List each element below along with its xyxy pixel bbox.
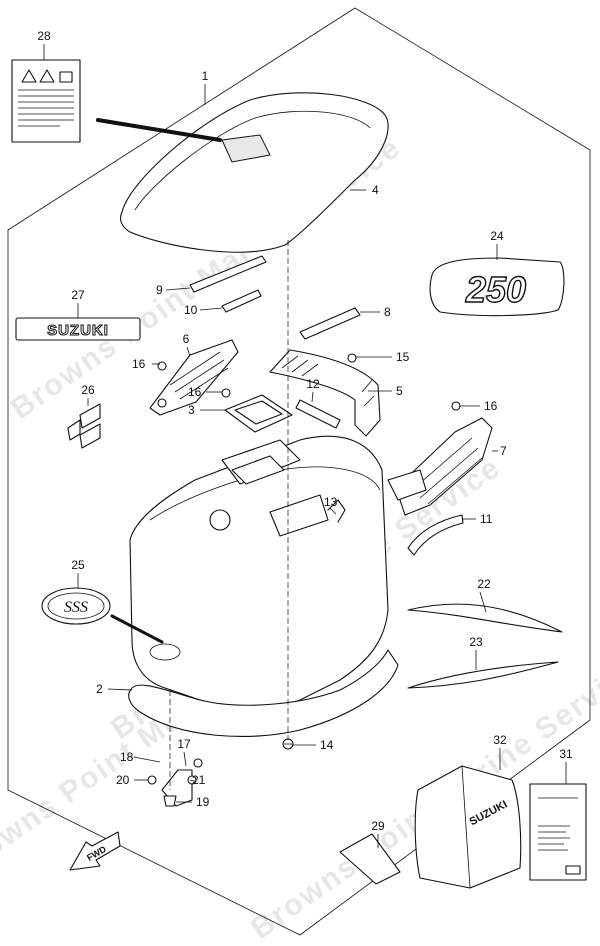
- callout-15: 15: [396, 350, 410, 364]
- callout-30: 29: [371, 819, 385, 833]
- callout-20: 19: [196, 795, 210, 809]
- warning-label-icon: [11, 59, 81, 143]
- callout-28: 27: [71, 288, 85, 302]
- seal-part-9: [189, 255, 267, 293]
- top-cover-part: [96, 92, 389, 253]
- model-number-decal: 250: [429, 257, 565, 317]
- screw-part-14: [282, 738, 294, 750]
- callout-32: 32: [493, 733, 507, 747]
- callout-2: 2: [96, 682, 103, 696]
- callout-3: 3: [188, 403, 195, 417]
- stripe-decal-part-24: [407, 661, 559, 689]
- callout-19: 18: [120, 750, 134, 764]
- callout-9: 9: [156, 283, 163, 297]
- stripe-decal-part-23: [407, 603, 563, 633]
- seal-part-12: [295, 399, 341, 429]
- tag-part-30: [339, 833, 401, 885]
- callout-23: 22: [477, 577, 491, 591]
- sss-emblem-icon: SSS: [41, 587, 164, 644]
- suzuki-brand-text: SUZUKI: [47, 322, 109, 339]
- lower-cover-part: [128, 435, 399, 738]
- callout-16-left: 16: [132, 357, 146, 371]
- callout-17: 16: [188, 385, 202, 399]
- callout-29: 28: [37, 29, 51, 43]
- callout-18: 17: [177, 737, 191, 751]
- callout-10: 10: [184, 303, 198, 317]
- callout-11: 11: [480, 512, 493, 526]
- callout-24: 23: [469, 635, 483, 649]
- callout-22: 21: [192, 773, 206, 787]
- intake-grille-rear-part: [269, 349, 381, 437]
- callout-labels: 28 1 4 24 27 9 10 8 6 16 15 5 12 16 3 16…: [37, 29, 573, 833]
- owners-manual-icon: [529, 783, 587, 881]
- engine-cover-bag-icon: SUZUKI: [414, 765, 522, 889]
- fwd-arrow-icon: FWD: [69, 831, 121, 871]
- callout-1: 1: [202, 69, 209, 83]
- callout-8: 8: [384, 305, 391, 319]
- leader-lines: [43, 44, 567, 848]
- callout-4: 4: [372, 183, 379, 197]
- svg-text:SSS: SSS: [64, 599, 88, 616]
- callout-21: 20: [116, 773, 130, 787]
- gasket-part-3: [224, 394, 293, 433]
- callout-26: 25: [71, 558, 85, 572]
- callout-6: 6: [183, 332, 190, 346]
- screw-part-17: [221, 388, 231, 398]
- callout-31: 31: [559, 747, 573, 761]
- seal-part-8: [299, 307, 361, 340]
- suzuki-s-logo-icon: [67, 403, 101, 449]
- callout-14: 14: [320, 738, 334, 752]
- suzuki-brand-decal: SUZUKI: [15, 317, 141, 341]
- screw-part-16-right: [451, 401, 461, 411]
- screw-part-16-left: [157, 361, 167, 371]
- screw-part-15: [347, 353, 357, 363]
- hook-part-13: [327, 499, 346, 523]
- callout-7: 7: [500, 444, 507, 458]
- callout-25: 24: [490, 229, 504, 243]
- model-number-text: 250: [465, 269, 526, 310]
- callout-5: 5: [396, 384, 403, 398]
- intake-grille-right-part: [387, 417, 493, 516]
- callout-27: 26: [81, 383, 95, 397]
- assembly-boundary: [7, 7, 591, 936]
- callout-13: 13: [324, 495, 338, 509]
- callout-16-right: 16: [484, 399, 498, 413]
- seal-part-10: [221, 289, 262, 313]
- callout-12: 12: [306, 377, 320, 391]
